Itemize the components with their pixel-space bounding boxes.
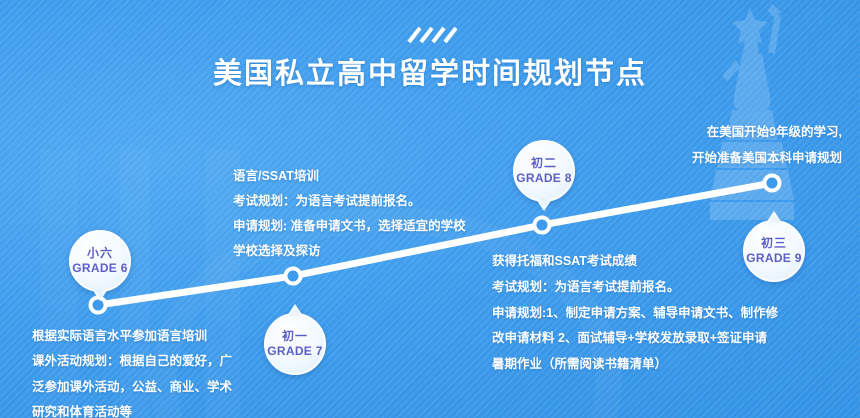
- page-title: 美国私立高中留学时间规划节点: [212, 58, 647, 90]
- description-grade-6-line-4: 研究和体育活动等: [32, 405, 133, 418]
- description-grade-6: 根据实际语言水平参加语言培训 课外活动规划：根据自己的爱好，广 泛参加课外活动，…: [32, 327, 232, 418]
- badge-grade-8-cn: 初二: [530, 156, 557, 171]
- description-grade-6-line-1: 根据实际语言水平参加语言培训: [32, 329, 208, 343]
- badge-grade-7-en: GRADE 7: [267, 344, 323, 358]
- badge-grade-9[interactable]: 初三 GRADE 9: [743, 211, 805, 282]
- description-grade-8-line-1: 获得托福和SSAT考试成绩: [492, 254, 637, 268]
- badge-grade-6[interactable]: 小六 GRADE 6: [69, 230, 131, 301]
- badge-pointer-grade-7: [287, 304, 303, 316]
- description-grade-7-line-4: 学校选择及探访: [233, 244, 321, 258]
- badge-grade-8-en: GRADE 8: [516, 171, 572, 185]
- description-grade-9: 在美国开始9年级的学习, 开始准备美国本科申请规划: [692, 122, 842, 168]
- description-grade-8: 获得托福和SSAT考试成绩 考试规划：为语言考试提前报名。 申请规划:1、制定申…: [492, 252, 778, 375]
- badge-grade-6-cn: 小六: [86, 246, 113, 261]
- description-grade-8-line-5: 暑期作业（所需阅读书籍清单）: [492, 357, 668, 371]
- badge-grade-9-cn: 初三: [760, 236, 787, 251]
- badge-grade-6-en: GRADE 6: [72, 261, 128, 275]
- badge-pointer-grade-9: [766, 211, 782, 223]
- badge-grade-7[interactable]: 初一 GRADE 7: [264, 304, 326, 375]
- description-grade-7-line-2: 考试规划：为语言考试提前报名。: [233, 194, 421, 208]
- description-grade-7-line-1: 语言/SSAT培训: [233, 169, 319, 183]
- description-grade-9-line-1: 在美国开始9年级的学习,: [706, 125, 842, 139]
- badge-grade-7-cn: 初一: [281, 329, 308, 344]
- description-grade-6-line-2: 课外活动规划：根据自己的爱好，广: [32, 354, 233, 369]
- description-grade-7: 语言/SSAT培训 考试规划：为语言考试提前报名。 申请规划: 准备申请文书，选…: [233, 165, 466, 259]
- badge-grade-8[interactable]: 初二 GRADE 8: [513, 140, 575, 211]
- timeline-node-grade-9[interactable]: [762, 173, 782, 193]
- timeline-polyline: [94, 179, 776, 309]
- diagonal-slashes-icon: [0, 24, 860, 48]
- description-grade-8-line-2: 考试规划：为语言考试提前报名。: [492, 279, 680, 294]
- badge-pointer-grade-8: [536, 199, 552, 211]
- badge-grade-9-en: GRADE 9: [746, 251, 802, 265]
- timeline-node-grade-7[interactable]: [283, 266, 303, 286]
- description-grade-8-line-4: 改申请材料 2、面试辅导+学校发放录取+签证申请: [492, 331, 768, 346]
- description-grade-7-line-3: 申请规划: 准备申请文书，选择适宜的学校: [233, 219, 466, 233]
- description-grade-8-line-3: 申请规划:1、制定申请方案、辅导申请文书、制作修: [492, 305, 779, 320]
- timeline-node-grade-8[interactable]: [532, 215, 552, 235]
- description-grade-9-line-2: 开始准备美国本科申请规划: [691, 151, 842, 165]
- description-grade-6-line-3: 泛参加课外活动，公益、商业、学术: [32, 379, 233, 394]
- badge-pointer-grade-6: [92, 289, 108, 301]
